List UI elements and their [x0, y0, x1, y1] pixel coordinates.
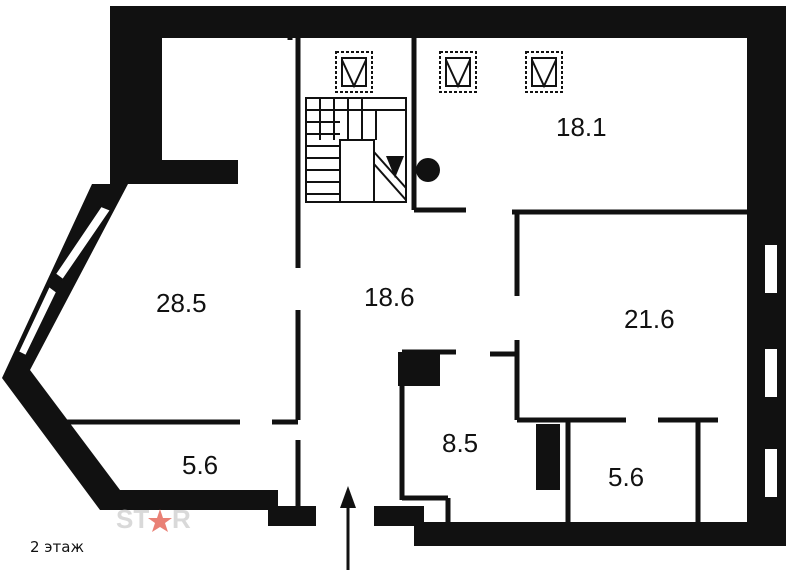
star-logo: ST R: [116, 504, 191, 534]
room-label: 18.6: [364, 282, 415, 312]
room-label: 5.6: [182, 450, 218, 480]
room-label: 28.5: [156, 288, 207, 318]
partitions: [62, 38, 786, 526]
svg-text:ST: ST: [116, 504, 149, 534]
column-icon: [416, 158, 440, 182]
room-label: 8.5: [442, 428, 478, 458]
room-label: 18.1: [556, 112, 607, 142]
right-windows: [763, 243, 779, 499]
svg-text:R: R: [172, 504, 191, 534]
staircase: [305, 97, 407, 203]
vent-shafts: [335, 51, 563, 93]
stair-arrow-icon: [386, 156, 404, 178]
walls: [110, 6, 786, 546]
floor-label: 2 этаж: [30, 538, 84, 556]
room-label: 5.6: [608, 462, 644, 492]
bay-windows: [16, 204, 113, 358]
entrance-arrow-icon: [340, 486, 356, 570]
room-label: 21.6: [624, 304, 675, 334]
star-icon: [148, 509, 172, 532]
